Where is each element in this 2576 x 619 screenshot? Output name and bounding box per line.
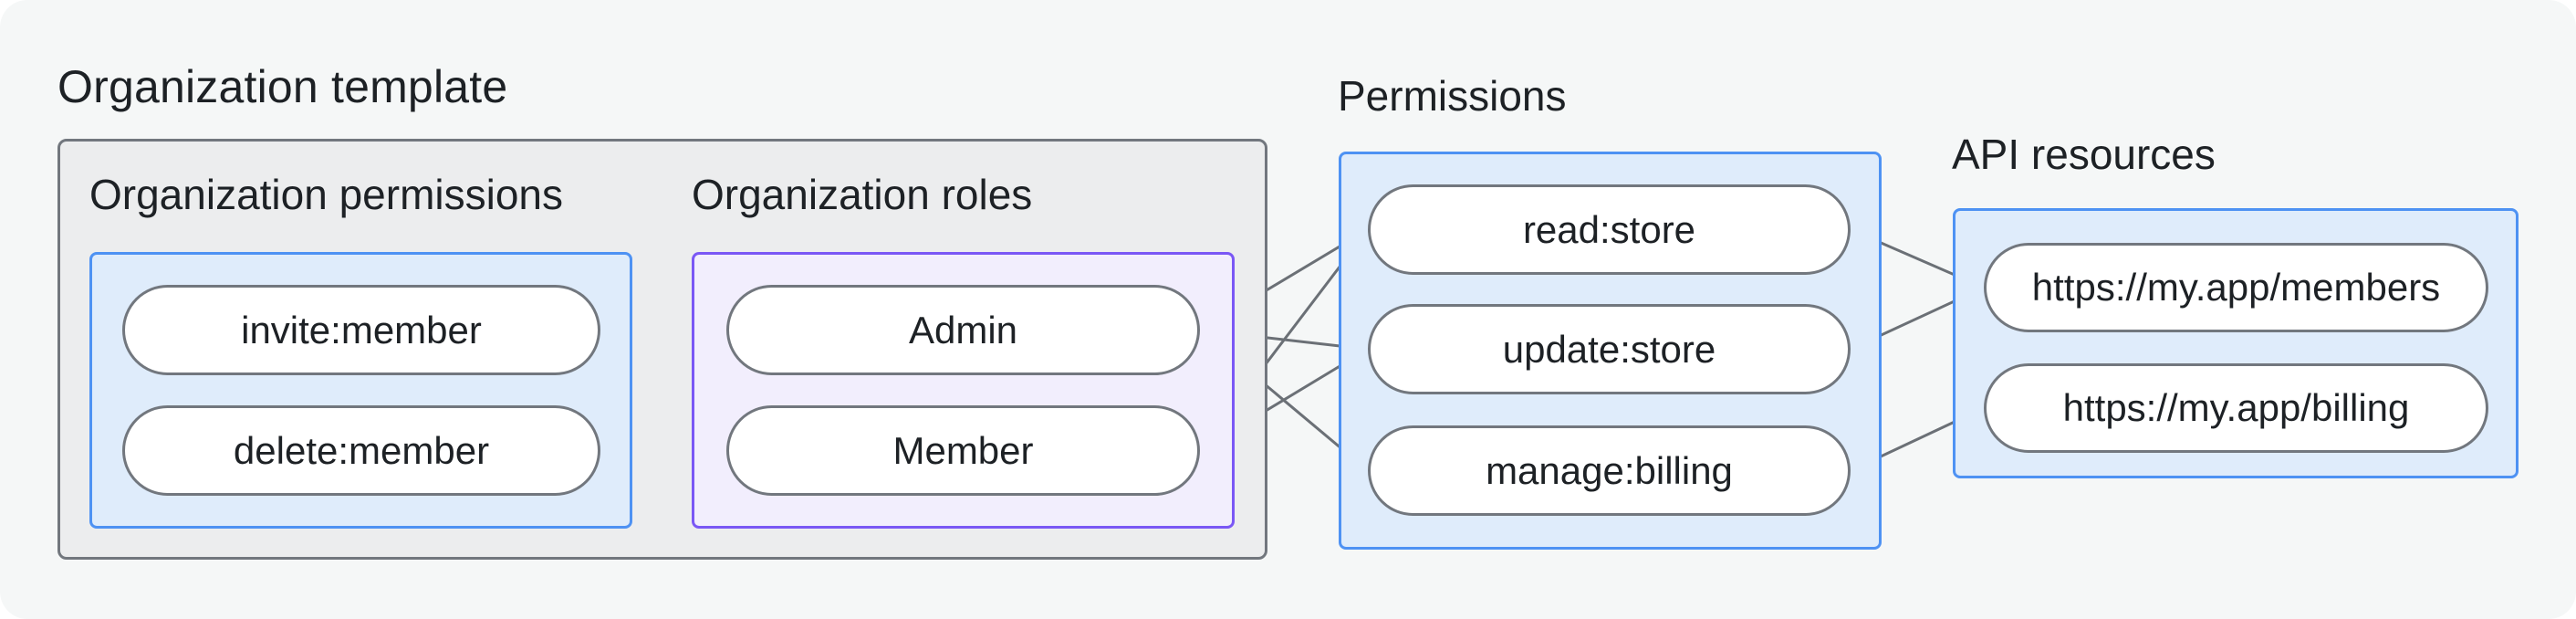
permissions-label: Permissions bbox=[1338, 72, 1567, 120]
node-update-store: update:store bbox=[1368, 304, 1851, 394]
node-invite-member: invite:member bbox=[122, 285, 600, 375]
node-api-billing: https://my.app/billing bbox=[1984, 363, 2488, 453]
node-manage-billing: manage:billing bbox=[1368, 425, 1851, 516]
org-permissions-label: Organization permissions bbox=[89, 171, 564, 218]
node-delete-member: delete:member bbox=[122, 405, 600, 496]
page-title: Organization template bbox=[57, 61, 508, 112]
node-admin: Admin bbox=[726, 285, 1200, 375]
node-read-store: read:store bbox=[1368, 184, 1851, 275]
node-api-members: https://my.app/members bbox=[1984, 243, 2488, 332]
org-roles-label: Organization roles bbox=[692, 171, 1033, 218]
api-resources-label: API resources bbox=[1952, 131, 2216, 178]
node-member: Member bbox=[726, 405, 1200, 496]
